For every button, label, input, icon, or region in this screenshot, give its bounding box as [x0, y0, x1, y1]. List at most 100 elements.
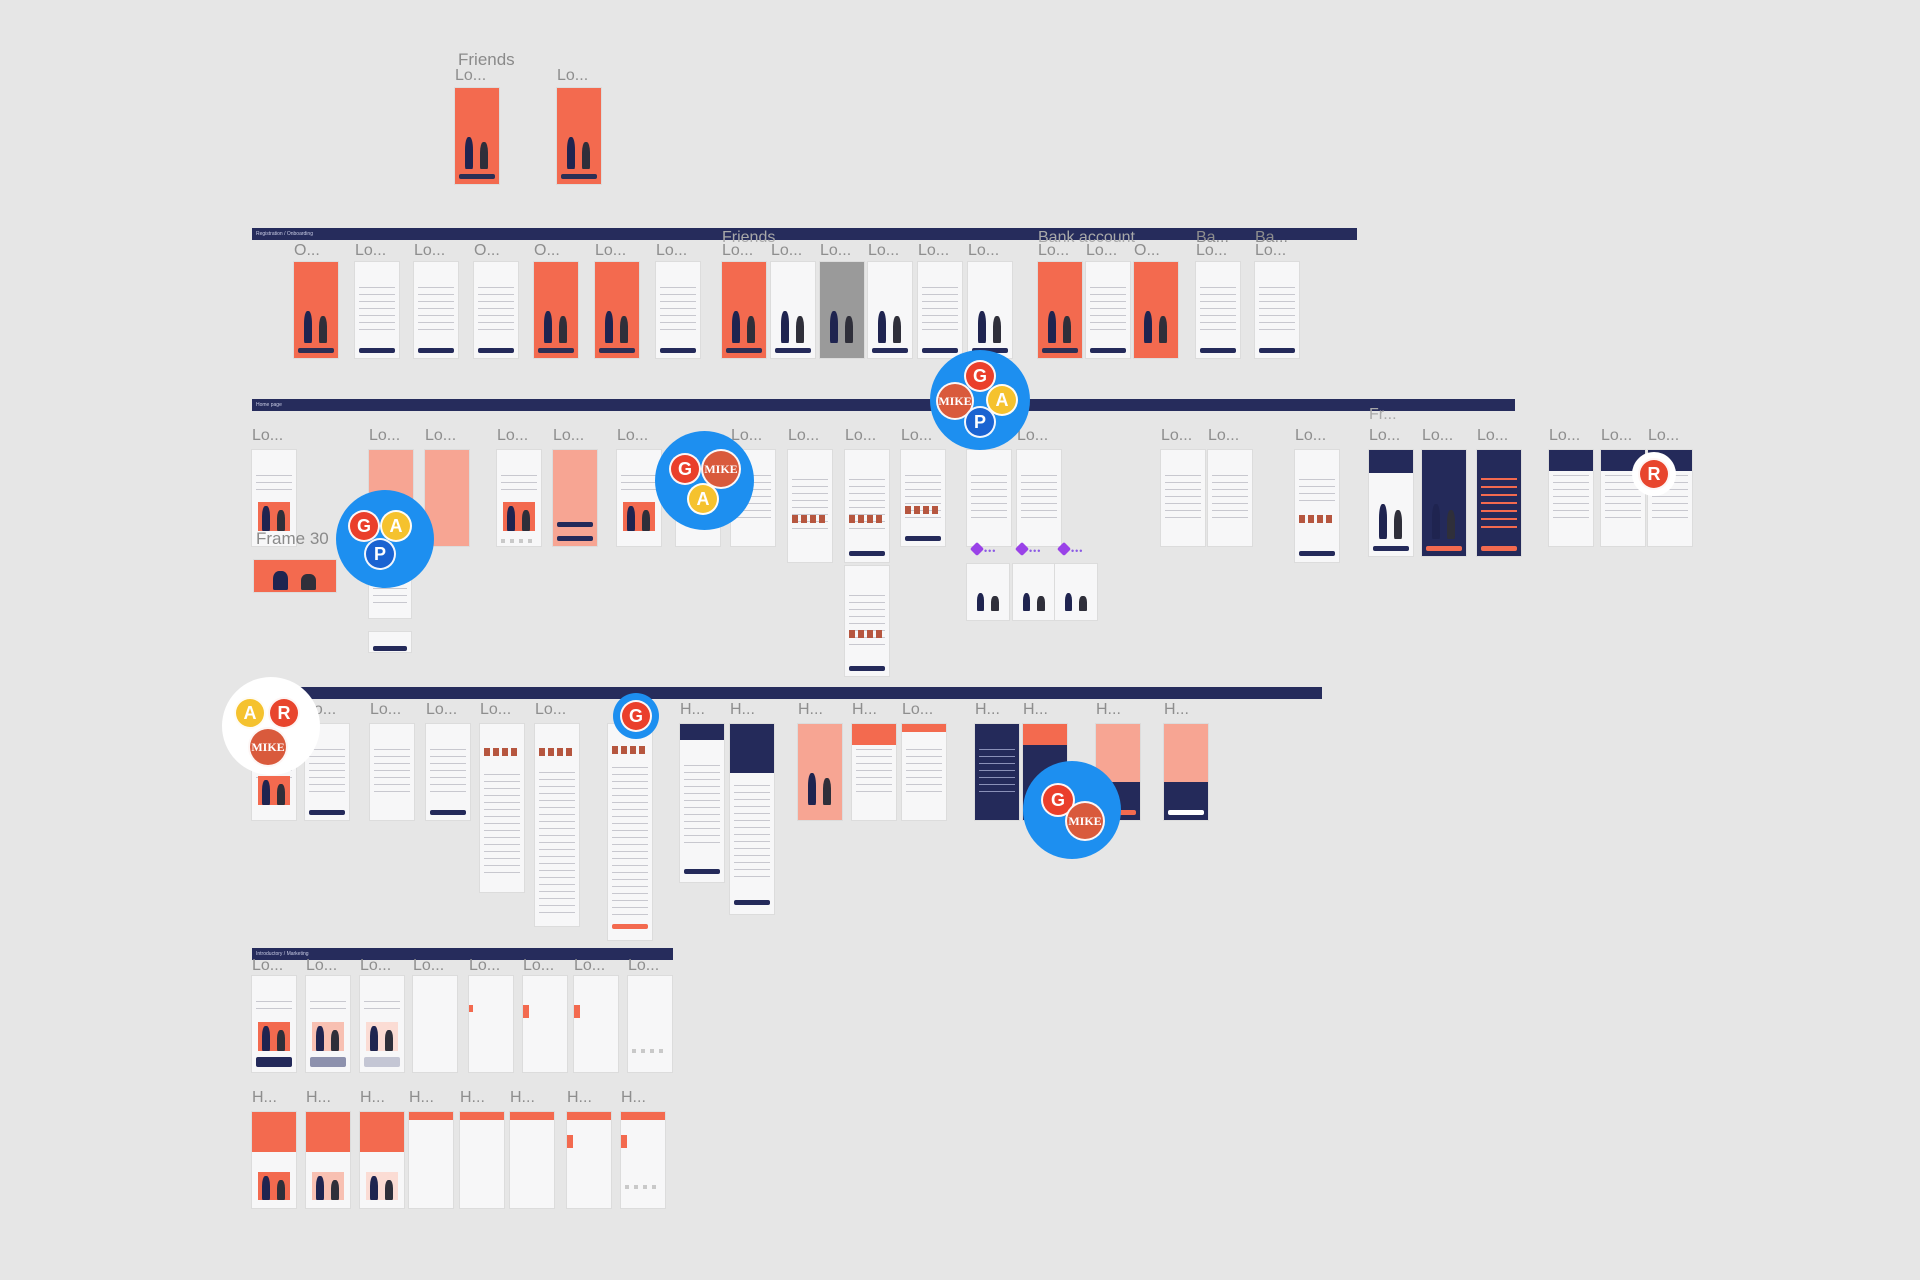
- avatar[interactable]: P: [964, 406, 996, 438]
- frame-label[interactable]: Lo...: [1295, 427, 1327, 444]
- frame-label[interactable]: Lo...: [1086, 242, 1118, 259]
- screen-frame[interactable]: [460, 1112, 504, 1208]
- frame-label[interactable]: H...: [1096, 701, 1121, 718]
- frame-label[interactable]: H...: [798, 701, 823, 718]
- frame-label[interactable]: Lo...: [731, 427, 763, 444]
- frame-label[interactable]: Lo...: [918, 242, 950, 259]
- frame-label[interactable]: Lo...: [1208, 427, 1240, 444]
- frame-label[interactable]: Lo...: [480, 701, 512, 718]
- screen-frame[interactable]: [788, 450, 832, 562]
- screen-frame[interactable]: [360, 1112, 404, 1208]
- screen-frame[interactable]: [1017, 450, 1061, 546]
- frame-label-friends-group[interactable]: Friends: [722, 229, 776, 246]
- screen-frame[interactable]: [1369, 450, 1413, 556]
- screen-frame[interactable]: [306, 1112, 350, 1208]
- screen-frame[interactable]: [1477, 450, 1521, 556]
- frame-label[interactable]: Lo...: [306, 957, 338, 974]
- avatar[interactable]: G: [669, 453, 701, 485]
- frame-label[interactable]: Lo...: [1477, 427, 1509, 444]
- screen-frame[interactable]: [1164, 724, 1208, 820]
- frame-label[interactable]: Lo...: [595, 242, 627, 259]
- collaborator-cluster[interactable]: G: [613, 693, 659, 739]
- frame-label[interactable]: Lo...: [1648, 427, 1680, 444]
- frame-label-frame-30[interactable]: Frame 30: [256, 529, 329, 548]
- screen-frame[interactable]: [617, 450, 661, 546]
- frame-label[interactable]: H...: [460, 1089, 485, 1106]
- screen-frame[interactable]: [469, 976, 513, 1072]
- avatar[interactable]: MIKE: [1065, 801, 1105, 841]
- frame-label[interactable]: H...: [306, 1089, 331, 1106]
- collaborator-cluster[interactable]: R: [1632, 452, 1676, 496]
- screen-frame[interactable]: [1038, 262, 1082, 358]
- screen-frame[interactable]: [901, 450, 945, 546]
- avatar[interactable]: A: [687, 483, 719, 515]
- frame-label[interactable]: Lo...: [968, 242, 1000, 259]
- screen-frame[interactable]: [574, 976, 618, 1072]
- screen-frame[interactable]: [1134, 262, 1178, 358]
- avatar[interactable]: R: [1638, 458, 1670, 490]
- screen-frame[interactable]: [845, 450, 889, 562]
- frame-label[interactable]: O...: [474, 242, 500, 259]
- frame-label[interactable]: Lo...: [369, 427, 401, 444]
- collaborator-cluster[interactable]: G MIKE A P: [930, 350, 1030, 450]
- frame-label[interactable]: Ba...: [1255, 229, 1288, 246]
- section-bar-3[interactable]: [252, 687, 1322, 699]
- screen-frame[interactable]: [656, 262, 700, 358]
- screen-frame[interactable]: [1086, 262, 1130, 358]
- frame-label[interactable]: H...: [567, 1089, 592, 1106]
- screen-frame[interactable]: [975, 724, 1019, 820]
- section-bar-introductory[interactable]: Introductory / Marketing: [252, 948, 673, 960]
- frame-label[interactable]: Lo...: [788, 427, 820, 444]
- frame-label[interactable]: Lo...: [1255, 242, 1287, 259]
- screen-frame[interactable]: [621, 1112, 665, 1208]
- screen-frame[interactable]: [1422, 450, 1466, 556]
- screen-frame[interactable]: [628, 976, 672, 1072]
- screen-frame[interactable]: [595, 262, 639, 358]
- screen-frame[interactable]: [306, 976, 350, 1072]
- frame-label[interactable]: O...: [1134, 242, 1160, 259]
- screen-frame[interactable]: [868, 262, 912, 358]
- screen-frame[interactable]: [1055, 564, 1097, 620]
- screen-frame[interactable]: [409, 1112, 453, 1208]
- frame-label[interactable]: Lo...: [845, 427, 877, 444]
- screen-frame[interactable]: [1295, 450, 1339, 562]
- frame-label[interactable]: Lo...: [1601, 427, 1633, 444]
- screen-frame[interactable]: [294, 262, 338, 358]
- screen-frame[interactable]: [534, 262, 578, 358]
- section-bar-registration[interactable]: Registration / Onboarding: [252, 228, 1357, 240]
- screen-frame[interactable]: [557, 88, 601, 184]
- frame-label[interactable]: Lo...: [557, 67, 589, 84]
- screen-frame[interactable]: [355, 262, 399, 358]
- frame-label[interactable]: Lo...: [426, 701, 458, 718]
- avatar[interactable]: G: [620, 700, 652, 732]
- frame-label[interactable]: Lo...: [1017, 427, 1049, 444]
- screen-frame[interactable]: [1255, 262, 1299, 358]
- screen-frame[interactable]: [360, 976, 404, 1072]
- screen-frame[interactable]: [680, 724, 724, 882]
- frame-label[interactable]: Lo...: [722, 242, 754, 259]
- frame-label[interactable]: Lo...: [617, 427, 649, 444]
- frame-label[interactable]: Lo...: [497, 427, 529, 444]
- screen-frame[interactable]: [535, 724, 579, 926]
- frame-label[interactable]: H...: [252, 1089, 277, 1106]
- avatar[interactable]: G: [348, 510, 380, 542]
- screen-frame[interactable]: [426, 724, 470, 820]
- frame-label[interactable]: Lo...: [901, 427, 933, 444]
- screen-frame[interactable]: [1549, 450, 1593, 546]
- frame-label[interactable]: H...: [409, 1089, 434, 1106]
- frame-label[interactable]: Lo...: [628, 957, 660, 974]
- frame-label[interactable]: Lo...: [656, 242, 688, 259]
- avatar[interactable]: MIKE: [701, 449, 741, 489]
- section-bar-homepage[interactable]: Home page: [252, 399, 1515, 411]
- screen-frame[interactable]: [902, 724, 946, 820]
- screen-frame[interactable]: [252, 976, 296, 1072]
- frame-label[interactable]: Lo...: [771, 242, 803, 259]
- frame-label[interactable]: H...: [1023, 701, 1048, 718]
- screen-frame[interactable]: [1208, 450, 1252, 546]
- screen-frame[interactable]: [771, 262, 815, 358]
- frame-label-friends[interactable]: Friends: [458, 50, 515, 69]
- frame-label[interactable]: Lo...: [469, 957, 501, 974]
- frame-label[interactable]: Lo...: [1549, 427, 1581, 444]
- screen-frame[interactable]: [1161, 450, 1205, 546]
